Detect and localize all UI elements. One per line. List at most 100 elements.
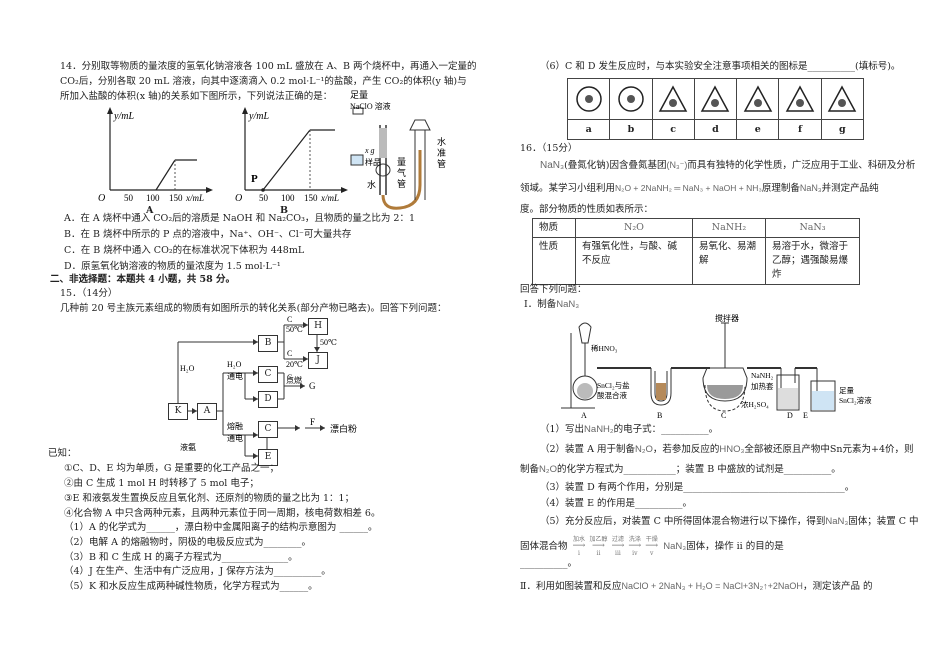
safety-icon-label: d: [695, 120, 738, 139]
flow-box-c3: C: [258, 421, 278, 438]
app-label-naclo: NaClO 溶液: [350, 101, 391, 111]
safety-icon-cell: [737, 79, 780, 119]
formula-n2o-2: N₂O: [539, 464, 557, 475]
q16-sub-3: （3）装置 D 有两个作用，分别是_______________________…: [540, 482, 855, 493]
app-snmix-2: 酸混合液: [597, 390, 627, 400]
q16-line3: 度。部分物质的性质如表所示：: [520, 204, 654, 215]
table-cell: 易氧化、易潮解: [692, 237, 766, 285]
flow-20c: 20℃: [286, 360, 303, 369]
app-label-d: D: [787, 411, 793, 420]
app-label-c: C: [721, 411, 726, 420]
q15-sub-4: （4）J 在生产、生活中有广泛应用，J 保存方法为__________。: [64, 566, 331, 577]
arrow-icon: ⟶: [592, 541, 605, 551]
flow-c-mid: C: [287, 349, 292, 358]
safety-icon-cell: [695, 79, 738, 119]
formula-nan3-4: NaN₃: [825, 516, 849, 527]
flow-h2o: H₂O: [180, 364, 195, 373]
app-label-guan2: 管: [397, 178, 406, 189]
app-label-shui2: 水: [367, 179, 376, 190]
graph-a-origin: O: [98, 193, 105, 204]
graph-a-xlabel: x/mL: [185, 193, 204, 203]
q16-sub-1-c: 的电子式：__________。: [613, 424, 719, 435]
safety-icon-cell: [653, 79, 695, 119]
app-heating: 加热套: [751, 381, 774, 391]
q16-sub-2-line2: 制备N₂O的化学方程式为___________；装置 B 中盛放的试剂是____…: [520, 463, 841, 477]
graph-a-tick-100: 100: [146, 193, 160, 203]
q16-sub-5-a: （5）充分反应后，对装置 C 中所得固体混合物进行以下操作，得到: [540, 516, 826, 527]
q16-line1-text-d: 而具有独特的化学性质，广泛应用于工业、科研及分析: [687, 160, 916, 171]
arrow-icon: ⟶: [611, 541, 625, 551]
table-row: 性质 有强氧化性，与酸、碱不反应 易氧化、易潮解 易溶于水，微溶于乙醇；遇强酸易…: [532, 237, 860, 285]
reaction-equation: N₂O + 2NaNH₂ ═ NaN₃ + NaOH + NH₃: [615, 183, 762, 193]
flow-box-c1: C: [258, 366, 278, 383]
q15-sub-6: （6）C 和 D 发生反应时，与本实验安全注意事项相关的图标是_________…: [540, 61, 901, 72]
graph-a-name: A: [146, 205, 154, 216]
q16-sub-2-a: （2）装置 A 用于制备: [540, 444, 635, 455]
flow-h2o-2: H₂O: [227, 360, 242, 369]
q15-sub-5: （5）K 和水反应生成两种碱性物质，化学方程式为______。: [64, 581, 318, 592]
q16-sub-2-h: 的化学方程式为___________；装置 B 中盛放的试剂是_________…: [556, 464, 841, 475]
q14-option-b[interactable]: B．在 B 烧杯中所示的 P 点的溶液中，Na⁺、OH⁻、Cl⁻可大量共存: [64, 229, 352, 240]
graph-b-xlabel: x/mL: [320, 193, 339, 203]
safety-icon-label: g: [839, 124, 846, 135]
q14-apparatus: 足量 NaClO 溶液 水 准 管 x g 样品 量 气 管 水: [350, 90, 446, 210]
flow-box-b: B: [258, 335, 278, 352]
graph-a-tick-50: 50: [124, 193, 134, 203]
formula-nan3-2: NaN₃: [799, 183, 822, 193]
flow-dianran: 点燃: [286, 375, 302, 385]
safety-icon-cell: [568, 79, 611, 119]
flow-box-d: D: [258, 391, 278, 408]
q14-graph-b: y/mL O P 50 100 150 x/mL: [235, 107, 348, 204]
q14-option-c[interactable]: C．在 B 烧杯中通入 CO₂的在标准状况下体积为 448mL: [64, 245, 305, 256]
graph-a-ylabel: y/mL: [113, 111, 134, 122]
app-sn-2: SnCl₂溶液: [839, 395, 872, 405]
app-label-yangpin: 样品: [365, 157, 381, 167]
app-label-e: E: [803, 411, 808, 420]
flow-50c: 50℃: [286, 325, 303, 334]
flow-piaobaifen: 漂白粉: [330, 423, 357, 434]
table-cell: N₂O: [575, 218, 693, 238]
formula-n2o: N₂O: [634, 444, 653, 455]
safety-icon-label: c: [653, 120, 695, 139]
q16-sub-2-c: ，若参加反应的: [652, 444, 720, 455]
q14-graph-a: y/mL O 50 100 150 x/mL: [98, 107, 213, 204]
flow-step: 加水⟶i: [572, 536, 586, 557]
sharp-object-icon: [828, 85, 857, 112]
app-label-a: A: [581, 411, 587, 420]
formula-n3-ion: (N₃⁻): [666, 160, 688, 170]
graph-a-tick-150: 150: [169, 193, 183, 203]
q16-sub-5-blank: __________。: [520, 558, 578, 569]
graph-b-tick-100: 100: [281, 193, 295, 203]
formula-nan3: NaN₃: [540, 160, 565, 171]
table-cell: NaN₃: [765, 218, 860, 238]
q16-part-2: Ⅱ．利用如图装置和反应NaClO + 2NaN₃ + H₂O = NaCl+3N…: [520, 579, 872, 594]
electricity-icon: [743, 85, 773, 112]
flow-step: 加乙醇⟶ii: [589, 536, 608, 557]
table-cell: 性质: [532, 237, 576, 285]
q15-sub-1: （1）A 的化学式为______，漂白粉中金属阳离子的结构示意图为 ______…: [64, 522, 378, 533]
app-stirrer: 搅拌器: [715, 313, 739, 323]
q14-stem-line3: 所加入盐酸的体积(x 轴)的关系如下图所示，下列说法正确的是：: [60, 91, 333, 102]
formula-nan3-5: NaN₃: [663, 541, 687, 552]
flow-50c-b: 50℃: [320, 338, 337, 347]
flow-box-e: E: [258, 449, 278, 466]
app-label-qi: 气: [397, 167, 406, 178]
q14-option-a[interactable]: A．在 A 烧杯中通入 CO₂后的溶质是 NaOH 和 Na₂CO₃，且物质的量…: [64, 213, 416, 224]
formula-nan3-3: NaN₃: [556, 299, 580, 310]
app-label-zuliang: 足量: [350, 90, 368, 100]
graph-b-point-p: P: [251, 173, 258, 185]
flow-tongdian-2: 通电: [227, 433, 243, 443]
q14-option-d[interactable]: D．原氢氧化钠溶液的物质的量浓度为 1.5 mol·L⁻¹: [64, 261, 281, 272]
hot-surface-icon: [701, 85, 730, 112]
app-snmix-1: SnCl₂与盐: [597, 380, 630, 390]
app-h2so4: 浓H₂SO₄: [741, 400, 769, 409]
q15-heading: 15．（14分）: [60, 288, 118, 299]
graph-b-origin: O: [235, 193, 242, 204]
safety-icon-cell: [822, 79, 863, 119]
q15-known-3: ③E 和液氨发生置换反应且氧化剂、还原剂的物质的量之比为 1：1；: [64, 493, 355, 504]
app-hno3: 稀HNO₃: [591, 343, 618, 353]
q14-stem-line2: CO₂后，分别各取 20 mL 溶液，向其中逐滴滴入 0.2 mol·L⁻¹的盐…: [60, 76, 467, 87]
